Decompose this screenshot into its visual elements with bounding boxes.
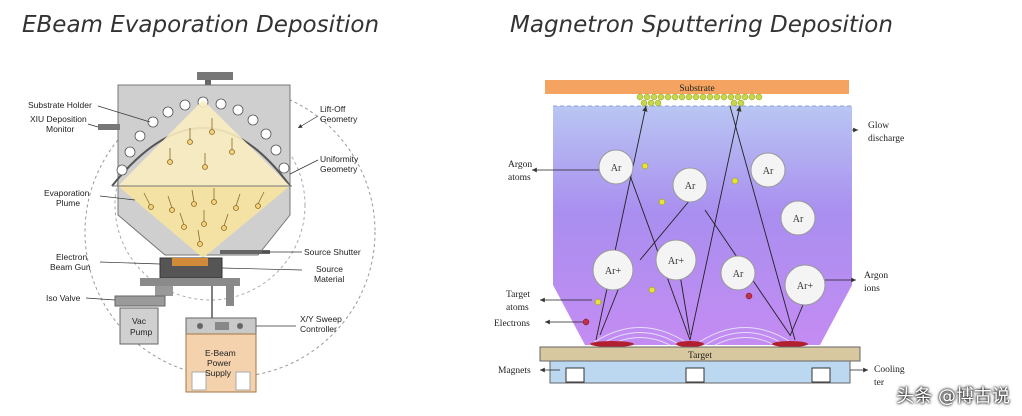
electron-beam-gun-label-2: Beam Gun [50, 262, 91, 272]
electrons [582, 292, 753, 326]
uniformity-geometry-label-1: Uniformity [320, 154, 359, 164]
argon-ion [592, 249, 634, 291]
cooling-label-2: ter [874, 378, 885, 388]
vac-pump-label-1: Vac [132, 316, 147, 326]
magnet [685, 367, 705, 383]
argon-atom-label: Ar [793, 214, 804, 225]
source-material-label-2: Material [314, 274, 344, 284]
argon-atom-label: Ar [733, 269, 744, 280]
argon-atom-label: Ar [611, 163, 622, 174]
target-atoms-label-2: atoms [506, 303, 529, 313]
substrate-bar [545, 80, 849, 94]
target-erosion [590, 341, 808, 347]
liftoff-geometry-label-1: Lift-Off [320, 104, 346, 114]
deposited-atoms [636, 93, 763, 107]
argon-atoms [592, 149, 826, 306]
source-shutter [220, 250, 270, 254]
iso-valve [114, 295, 166, 307]
vac-pump-label-2: Pump [130, 327, 152, 337]
watermark: 头条 @博古说 [896, 386, 1010, 407]
argon-ions-label-2: ions [864, 284, 880, 294]
argon-ions-label-1: Argon [864, 271, 888, 281]
right-panel-title: Magnetron Sputtering Deposition [510, 12, 893, 38]
argon-atom [598, 149, 634, 185]
argon-atoms-label-2: atoms [508, 173, 531, 183]
argon-ion-label: Ar+ [797, 281, 814, 292]
electron-beam-gun-label-1: Electron [56, 252, 87, 262]
target-atoms [594, 162, 739, 306]
evaporation-plume-label-1: Evaporation [44, 188, 90, 198]
left-panel-title: EBeam Evaporation Deposition [22, 12, 380, 38]
magnet [565, 367, 585, 383]
xiu-monitor-label-2: Monitor [46, 124, 75, 134]
substrate-label: Substrate [679, 84, 714, 94]
cooling-label-1: Cooling [874, 365, 905, 375]
ebeam-diagram: Substrate Holder XIU Deposition Monitor … [28, 72, 376, 393]
source-shutter-label: Source Shutter [304, 247, 361, 257]
argon-ion-label: Ar+ [605, 266, 622, 277]
xiu-monitor-label-1: XIU Deposition [30, 114, 87, 124]
source-material-label-1: Source [316, 264, 343, 274]
top-feedthrough [197, 72, 233, 80]
sweep-controller-label-1: X/Y Sweep [300, 314, 342, 324]
glow-discharge-label-2: discharge [868, 134, 904, 144]
liftoff-geometry-label-2: Geometry [320, 114, 358, 124]
power-supply-label-3: Supply [205, 368, 232, 378]
glow-discharge-label-1: Glow [868, 121, 889, 131]
argon-atom [672, 167, 708, 203]
magnet [811, 367, 831, 383]
source-material [172, 258, 208, 266]
xiu-monitor-device [98, 124, 120, 130]
electrons-label: Electrons [494, 319, 530, 329]
target-atoms-label-1: Target [506, 290, 530, 300]
uniformity-geometry-label-2: Geometry [320, 164, 358, 174]
liftoff-geometry-circle [84, 86, 376, 378]
vac-pump [119, 307, 159, 345]
power-supply-label-2: Power [207, 358, 231, 368]
substrate-holder-label: Substrate Holder [28, 100, 92, 110]
target-label: Target [688, 351, 712, 361]
evaporation-plume-upper [118, 100, 290, 186]
argon-ion-label: Ar+ [668, 256, 685, 267]
argon-ion [784, 264, 826, 306]
power-supply-label-1: E-Beam [205, 348, 236, 358]
argon-atoms-label-1: Argon [508, 160, 532, 170]
evaporation-plume-label-2: Plume [56, 198, 80, 208]
iso-valve-label: Iso Valve [46, 293, 81, 303]
magnets-label: Magnets [498, 366, 531, 376]
sweep-controller-label-2: Controller [300, 324, 337, 334]
argon-ion [655, 239, 697, 281]
argon-atom-label: Ar [685, 181, 696, 192]
sputtering-diagram: Substrate [494, 80, 905, 388]
argon-atom [780, 200, 816, 236]
argon-atom [720, 255, 756, 291]
plume-particles [143, 118, 265, 247]
argon-atom [750, 152, 786, 188]
argon-atom-label: Ar [763, 166, 774, 177]
